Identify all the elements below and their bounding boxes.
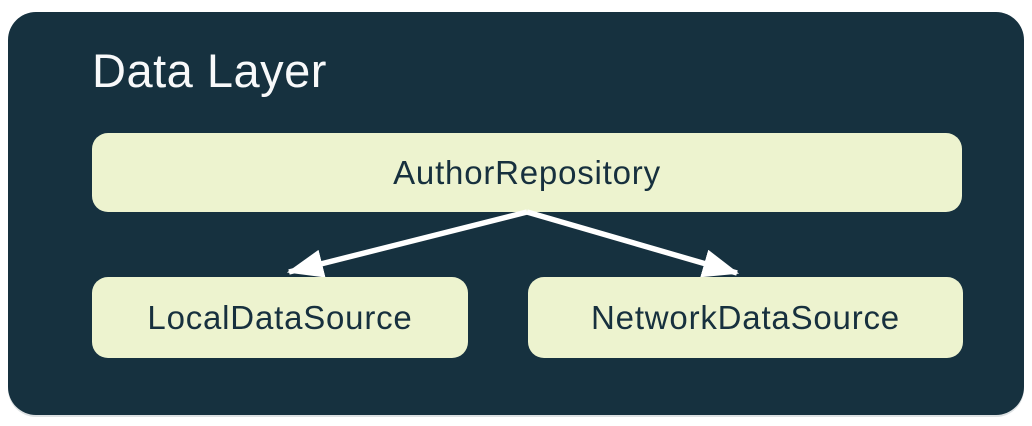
node-local-data-source: LocalDataSource	[92, 277, 468, 358]
diagram-title: Data Layer	[92, 44, 327, 97]
node-author-repository: AuthorRepository	[92, 133, 962, 212]
node-local-data-source-label: LocalDataSource	[147, 298, 413, 336]
node-network-data-source-label: NetworkDataSource	[591, 298, 900, 336]
node-author-repository-label: AuthorRepository	[393, 153, 661, 191]
node-network-data-source: NetworkDataSource	[528, 277, 963, 358]
